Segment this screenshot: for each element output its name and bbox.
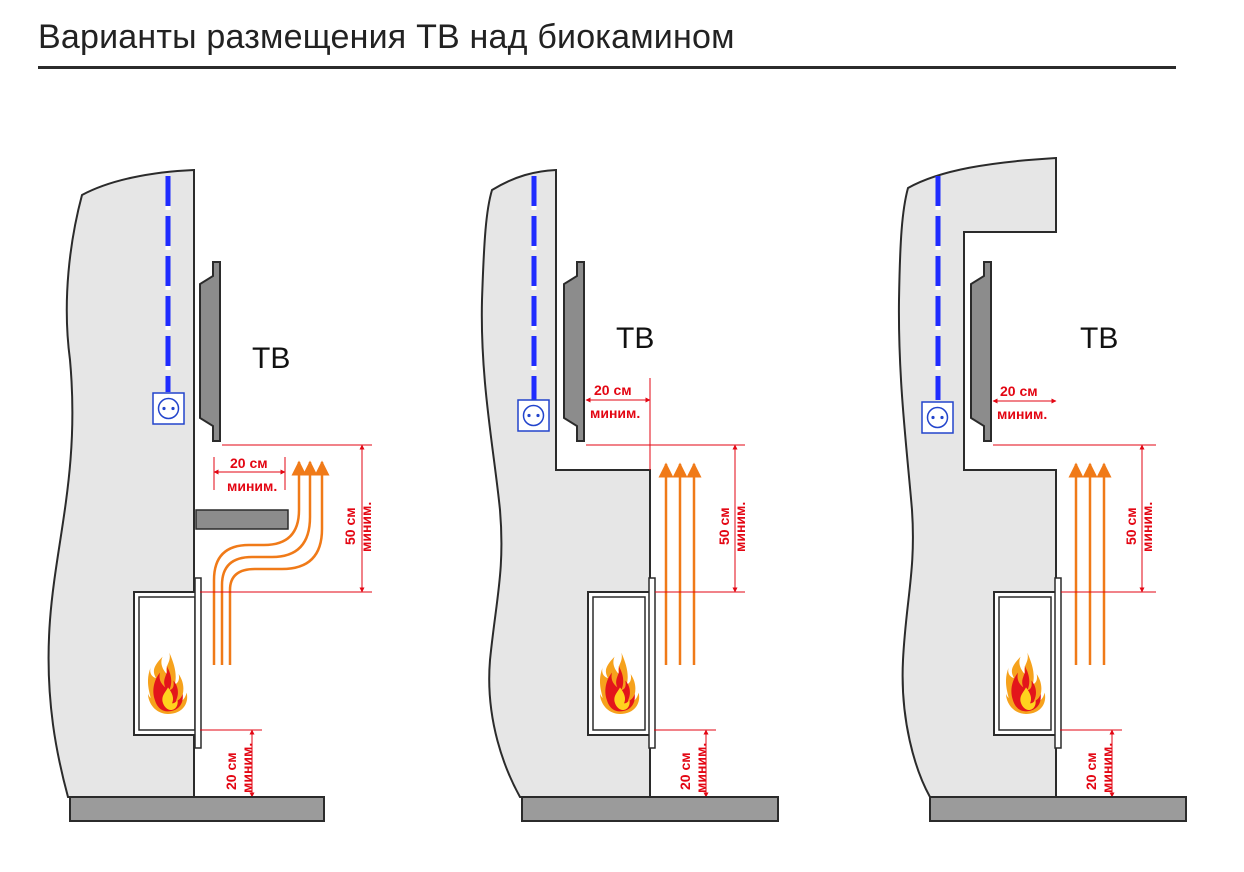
power-socket-icon [152, 392, 185, 425]
height-gap-note: миним. [732, 502, 748, 552]
floor-gap-value: 20 см [677, 752, 693, 790]
fireplace-side-panel [1054, 577, 1062, 749]
side-gap-value: 20 см [1000, 383, 1038, 399]
floor-gap-value: 20 см [1083, 752, 1099, 790]
dimension-lines [585, 378, 745, 798]
page-title: Варианты размещения ТВ над биокамином [38, 18, 735, 56]
power-socket-icon [921, 401, 954, 434]
heat-arrow-icon [1068, 462, 1112, 665]
side-gap-note: миним. [227, 478, 277, 494]
fireplace-opening [138, 596, 196, 731]
dimension-lines [200, 444, 372, 798]
dimension-lines [992, 398, 1156, 798]
tv-screen [970, 261, 992, 442]
tv-label: ТВ [616, 322, 654, 355]
tv-label: ТВ [252, 342, 290, 375]
height-gap-value: 50 см [716, 507, 732, 545]
height-gap-note: миним. [358, 502, 374, 552]
heat-arrow-icon [212, 460, 330, 665]
height-gap-note: миним. [1139, 502, 1155, 552]
power-socket-icon [517, 399, 550, 432]
floor-slab [69, 796, 325, 822]
fireplace-side-panel [648, 577, 656, 749]
height-gap-value: 50 см [1123, 507, 1139, 545]
panel-3-recessed-niche: ТВ 20 см миним. 50 см миним. 20 см миним… [897, 156, 1187, 822]
height-gap-value: 50 см [342, 507, 358, 545]
side-gap-note: миним. [997, 406, 1047, 422]
panel-1-shelf-redirect: ТВ 20 см миним. 50 см миним. 20 см миним… [47, 168, 374, 822]
floor-gap-note: миним. [693, 743, 709, 793]
floor-gap-note: миним. [1099, 743, 1115, 793]
panel-2-niche-step: ТВ 20 см миним. 50 см миним. 20 см миним… [480, 168, 779, 822]
side-gap-note: миним. [590, 405, 640, 421]
fireplace-side-panel [194, 577, 202, 749]
floor-gap-note: миним. [239, 743, 255, 793]
side-gap-value: 20 см [230, 455, 268, 471]
mantel-shelf [195, 509, 289, 530]
side-gap-value: 20 см [594, 382, 632, 398]
floor-gap-value: 20 см [223, 752, 239, 790]
heat-arrow-icon [658, 462, 702, 665]
floor-slab [929, 796, 1187, 822]
title-underline [38, 66, 1176, 69]
floor-slab [521, 796, 779, 822]
tv-screen [199, 261, 221, 442]
tv-label: ТВ [1080, 322, 1118, 355]
tv-screen [563, 261, 585, 442]
